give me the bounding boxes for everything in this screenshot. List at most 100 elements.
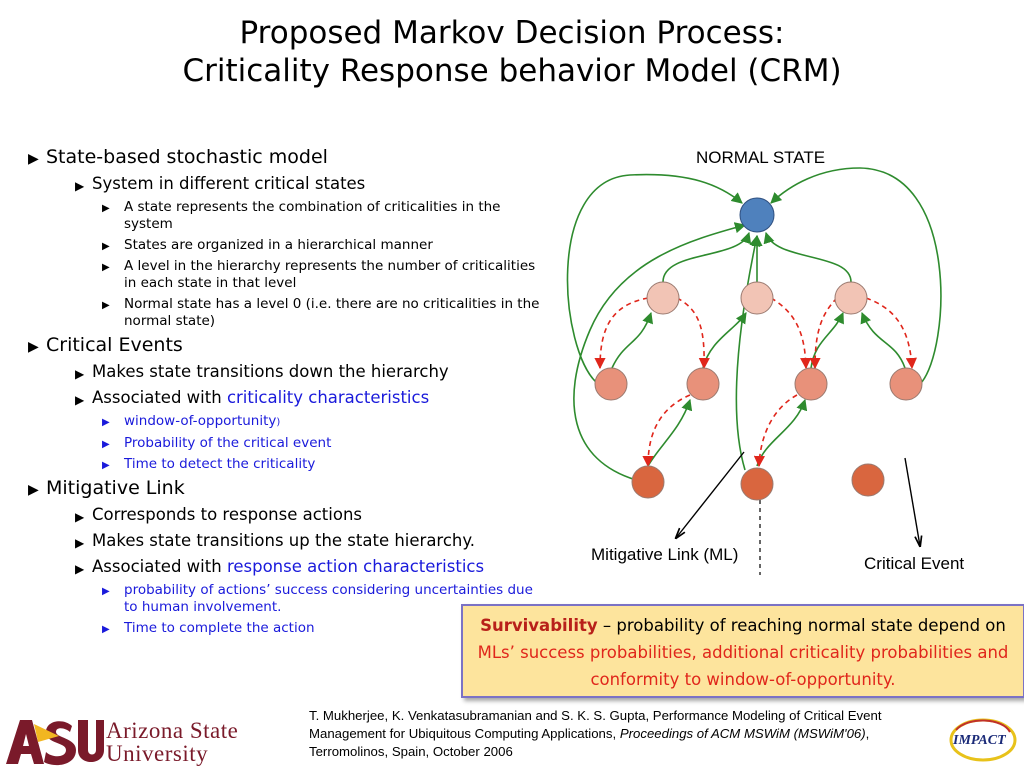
bullet-arrow-icon: ▶: [102, 300, 110, 311]
bullet-text: Associated with response action characte…: [92, 557, 485, 576]
survivability-factors: MLs’ success probabilities, additional c…: [477, 643, 1009, 689]
bullet-arrow-icon: ▶: [75, 393, 85, 407]
bullet-text: State-based stochastic model: [46, 146, 328, 168]
bullet-text: Time to complete the action: [124, 620, 315, 636]
ml-l3b-normal: [735, 234, 761, 471]
bullet-level3: ▶A state represents the combination of c…: [28, 199, 558, 233]
bullet-text: Critical Events: [46, 334, 183, 356]
critical-event-label: Critical Event: [864, 554, 965, 573]
normal-state-label: NORMAL STATE: [696, 148, 826, 167]
impact-logo-text: IMPACT: [953, 733, 1006, 748]
bullet-level2: ▶ Associated with criticality characteris…: [28, 387, 558, 409]
bullet-arrow-icon: ▶: [102, 460, 110, 471]
ml-l3a-normal: [573, 222, 747, 481]
bullet-arrow-icon: ▶: [75, 562, 85, 576]
bullet-arrow-icon: ▶: [102, 586, 110, 597]
ce-l1c-l2c: [809, 297, 838, 370]
bullet-arrow-icon: ▶: [28, 339, 39, 355]
bullet-text: Corresponds to response actions: [92, 505, 363, 524]
bullet-level2: ▶ Corresponds to response actions: [28, 504, 558, 526]
ce-l2c-l3b: [753, 394, 798, 468]
bullet-level3: ▶ window-of-opportunity): [28, 413, 558, 431]
state-l2-b: [686, 367, 720, 401]
ml-l3a-l2b: [647, 398, 693, 467]
bullet-text: Makes state transitions up the state hie…: [92, 531, 476, 550]
bullet-arrow-icon: ▶: [102, 203, 110, 214]
bullet-level3: ▶ A level in the hierarchy represents the…: [28, 258, 558, 292]
state-l1-a: [646, 281, 680, 315]
bullet-text: window-of-opportunity): [124, 413, 281, 429]
bullet-level2: ▶System in different critical states: [28, 173, 558, 195]
bullet-text: Time to detect the criticality: [124, 456, 316, 472]
ml-l2a-l1a: [611, 311, 654, 369]
citation-authors: T. Mukherjee, K. Venkatasubramanian and …: [309, 708, 882, 741]
mitigative-link-label: Mitigative Link (ML): [591, 545, 739, 564]
citation-location: , Terromolinos, Spain, October 2006: [309, 726, 870, 759]
ml-l1c-normal: [763, 231, 852, 283]
asu-wordmark-line2: University: [106, 741, 209, 766]
citation: T. Mukherjee, K. Venkatasubramanian and …: [309, 707, 949, 761]
bullet-level3: ▶ probability of actions’ success conside…: [28, 582, 558, 616]
bullet-level3: ▶ Time to complete the action: [28, 620, 558, 637]
bullet-text: probability of actions’ success consider…: [124, 582, 533, 615]
bullet-level2: ▶Makes state transitions up the state hi…: [28, 530, 558, 552]
bullet-text: Probability of the critical event: [124, 435, 332, 451]
bullet-arrow-icon: ▶: [102, 624, 110, 635]
bullet-level3: ▶ Probability of the critical event: [28, 435, 558, 452]
bullet-text: Normal state has a level 0 (i.e. there a…: [124, 296, 540, 329]
ce-l1a-l2a: [594, 297, 649, 370]
state-l3-a: [631, 465, 665, 499]
ce-l1a-l2b: [676, 297, 710, 370]
ce-l1b-l2c: [770, 297, 812, 370]
state-l3-b: [740, 467, 774, 501]
bullet-level2: ▶ Associated with response action charact…: [28, 556, 558, 578]
ml-outer-right: [770, 167, 942, 384]
ce-annotation-arrow: [904, 457, 920, 546]
mitigative-links: [566, 167, 942, 481]
survivability-text: – probability of reaching normal state d…: [597, 616, 1006, 635]
bullet-arrow-icon: ▶: [28, 151, 39, 167]
title-line-2: Criticality Response behavior Model (CRM…: [182, 53, 842, 89]
bullet-text: Associated with criticality characterist…: [92, 388, 430, 407]
bullet-level3: ▶ Time to detect the criticality: [28, 456, 558, 473]
ml-l1a-normal: [662, 231, 752, 283]
state-l2-c: [794, 367, 828, 401]
bullet-arrow-icon: ▶: [28, 482, 39, 498]
bullet-arrow-icon: ▶: [102, 262, 110, 273]
ml-annotation-arrow: [676, 451, 745, 538]
ce-l1c-l2d: [865, 297, 917, 370]
bullet-highlight: response action characteristics: [226, 557, 485, 576]
bullet-highlight: criticality characteristics: [226, 388, 430, 407]
bullet-level2: ▶Makes state transitions down the hierar…: [28, 361, 558, 383]
impact-logo: [949, 718, 1017, 762]
bullet-text: Mitigative Link: [46, 477, 185, 499]
state-l2-a: [594, 367, 628, 401]
survivability-term: Survivability: [480, 616, 598, 635]
ml-outer-left: [566, 173, 743, 384]
state-l1-b: [740, 281, 774, 315]
bullet-text: A level in the hierarchy represents the …: [124, 258, 536, 291]
asu-wordmark: Arizona State University: [106, 719, 238, 765]
bullet-level1: ▶ Critical Events: [28, 334, 558, 357]
bullet-arrow-icon: ▶: [102, 439, 110, 450]
asu-logo-mark: [6, 720, 104, 766]
state-l3-c: [851, 463, 885, 497]
bullet-text: States are organized in a hierarchical m…: [124, 237, 433, 253]
bullet-arrow-icon: ▶: [75, 510, 85, 524]
bullet-level1: ▶ Mitigative Link: [28, 477, 558, 500]
bullet-level1: ▶ State-based stochastic model: [28, 146, 558, 169]
ce-l2b-l3a: [642, 394, 691, 468]
state-normal: [739, 197, 775, 233]
citation-venue: Proceedings of ACM MSWiM (MSWiM'06): [619, 726, 866, 741]
state-l1-c: [834, 281, 868, 315]
title-line-1: Proposed Markov Decision Process:: [239, 15, 785, 51]
slide-title: Proposed Markov Decision Process: Critic…: [0, 14, 1024, 90]
bullet-arrow-icon: ▶: [75, 367, 85, 381]
asu-wordmark-line1: Arizona State: [106, 718, 239, 743]
bullet-arrow-icon: ▶: [102, 241, 110, 252]
bullet-level3: ▶ States are organized in a hierarchical …: [28, 237, 558, 254]
bullet-arrow-icon: ▶: [102, 417, 110, 428]
ml-l2d-l1c: [860, 311, 906, 369]
survivability-box: Survivability – probability of reaching …: [461, 604, 1024, 698]
